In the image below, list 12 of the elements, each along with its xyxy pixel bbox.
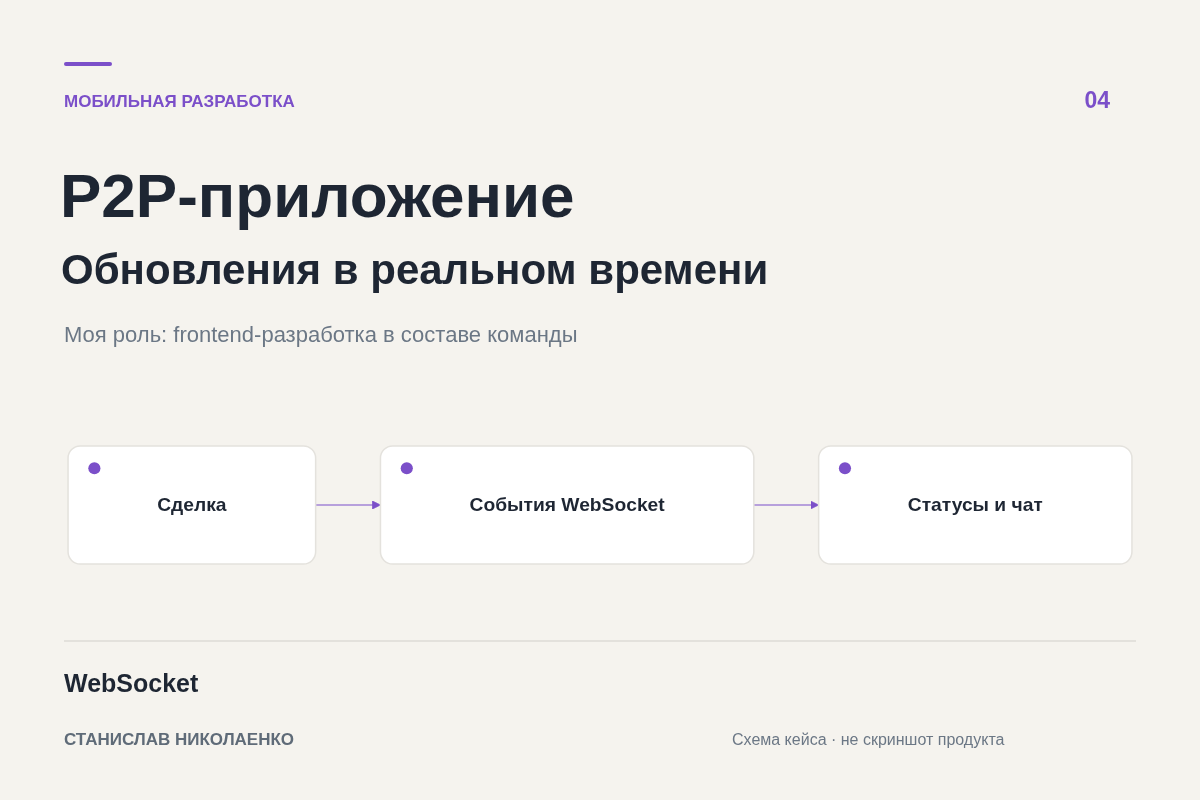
- role-text: Моя роль: frontend-разработка в составе команды: [64, 322, 578, 348]
- author-name: СТАНИСЛАВ НИКОЛАЕНКО: [64, 730, 295, 750]
- page-number: 04: [1084, 87, 1110, 114]
- node-box: Сделка: [67, 445, 317, 565]
- subtitle: Обновления в реальном времени: [61, 246, 769, 295]
- footnote: Схема кейса · не скриншот продукта: [732, 731, 1005, 750]
- arrow: [315, 500, 381, 510]
- category-label: МОБИЛЬНАЯ РАЗРАБОТКА: [64, 92, 295, 112]
- tech-stack-text: WebSocket: [64, 669, 199, 698]
- node-box: Статусы и чат: [817, 445, 1133, 565]
- node-box: События WebSocket: [379, 445, 755, 565]
- slide-title: P2P-приложение: [60, 160, 575, 232]
